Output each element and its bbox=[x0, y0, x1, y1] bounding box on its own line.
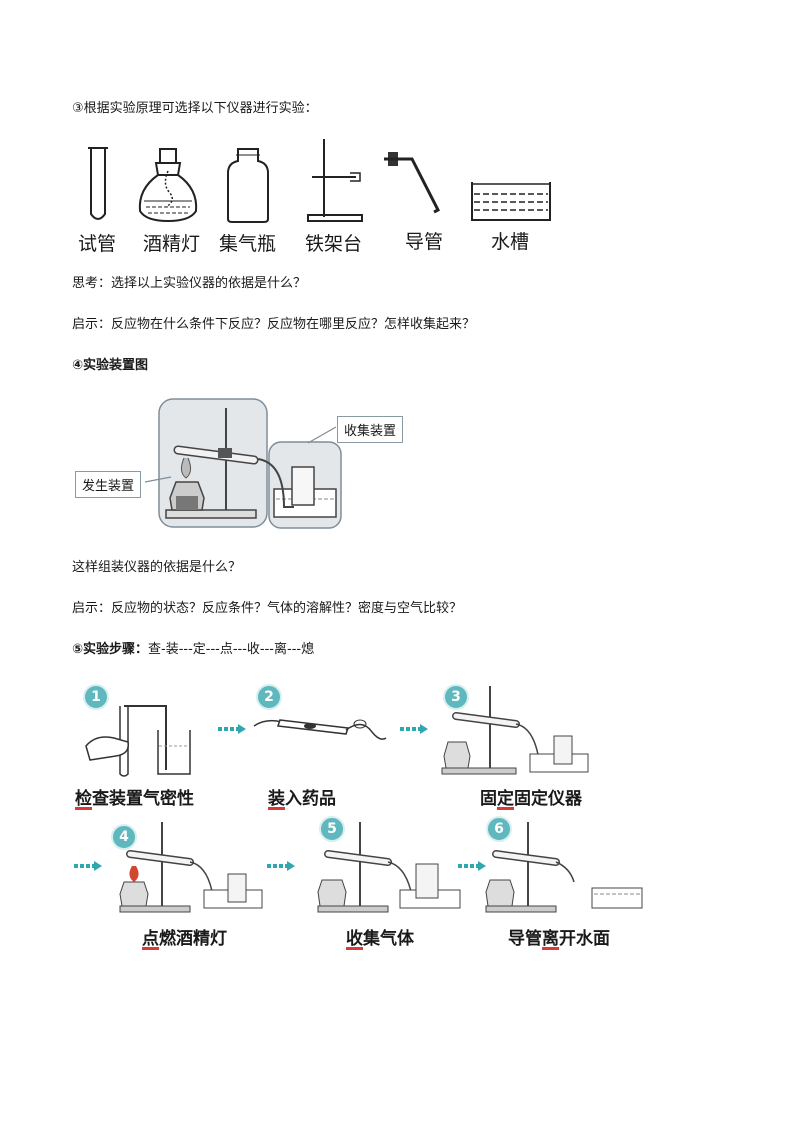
instrument-label: 铁架台 bbox=[305, 229, 362, 256]
section-4-title: ④实验装置图 bbox=[72, 354, 148, 373]
load-chemicals-illustration bbox=[252, 704, 388, 746]
instrument-label: 水槽 bbox=[491, 227, 529, 254]
generation-device-label: 发生装置 bbox=[75, 471, 141, 498]
delivery-tube-icon bbox=[384, 150, 444, 216]
fix-apparatus-illustration bbox=[440, 684, 590, 776]
section-5-line: ⑤实验步骤：查-装---定---点---收---离---熄 bbox=[72, 638, 314, 657]
light-lamp-illustration bbox=[118, 820, 264, 914]
instrument-label: 集气瓶 bbox=[219, 229, 276, 256]
step-label-6: 导管离开水面 bbox=[508, 924, 610, 949]
airtightness-check-illustration bbox=[86, 700, 196, 778]
think-text-2: 这样组装仪器的依据是什么？ bbox=[72, 556, 241, 575]
hint-text-2: 启示：反应物的状态？反应条件？气体的溶解性？密度与空气比较？ bbox=[72, 597, 462, 616]
arrow-icon bbox=[74, 861, 102, 871]
step-label-3: 固定固定仪器 bbox=[480, 784, 582, 809]
section-5-steps: 查-装---定---点---收---离---熄 bbox=[148, 642, 314, 657]
instrument-label: 导管 bbox=[405, 227, 443, 254]
step-label-4: 点燃酒精灯 bbox=[142, 924, 227, 949]
callout-line-collect bbox=[308, 425, 338, 445]
arrow-icon bbox=[267, 861, 295, 871]
arrow-icon bbox=[458, 861, 486, 871]
water-trough-icon bbox=[470, 180, 552, 222]
iron-stand-icon bbox=[306, 137, 366, 223]
remove-tube-illustration bbox=[484, 820, 644, 914]
test-tube-icon bbox=[88, 146, 108, 224]
alcohol-lamp-icon bbox=[136, 145, 200, 225]
hint-text-1: 启示：反应物在什么条件下反应？反应物在哪里反应？怎样收集起来？ bbox=[72, 313, 475, 332]
generation-device-panel bbox=[158, 398, 268, 528]
collect-gas-illustration bbox=[316, 820, 462, 914]
step-label-5: 收集气体 bbox=[346, 924, 414, 949]
step-label-2: 装入药品 bbox=[268, 784, 336, 809]
intro-text: ③根据实验原理可选择以下仪器进行实验： bbox=[72, 97, 318, 116]
arrow-icon bbox=[400, 724, 428, 734]
collection-device-label: 收集装置 bbox=[337, 416, 403, 443]
collection-device-panel bbox=[268, 441, 342, 529]
arrow-icon bbox=[218, 724, 246, 734]
step-label-1: 检查装置气密性 bbox=[75, 784, 194, 809]
section-5-title: ⑤实验步骤： bbox=[72, 642, 148, 657]
think-text-1: 思考：选择以上实验仪器的依据是什么？ bbox=[72, 272, 306, 291]
gas-bottle-icon bbox=[226, 147, 270, 223]
callout-line-generate bbox=[145, 475, 175, 485]
instrument-label: 酒精灯 bbox=[143, 229, 200, 256]
instrument-label: 试管 bbox=[78, 229, 116, 256]
